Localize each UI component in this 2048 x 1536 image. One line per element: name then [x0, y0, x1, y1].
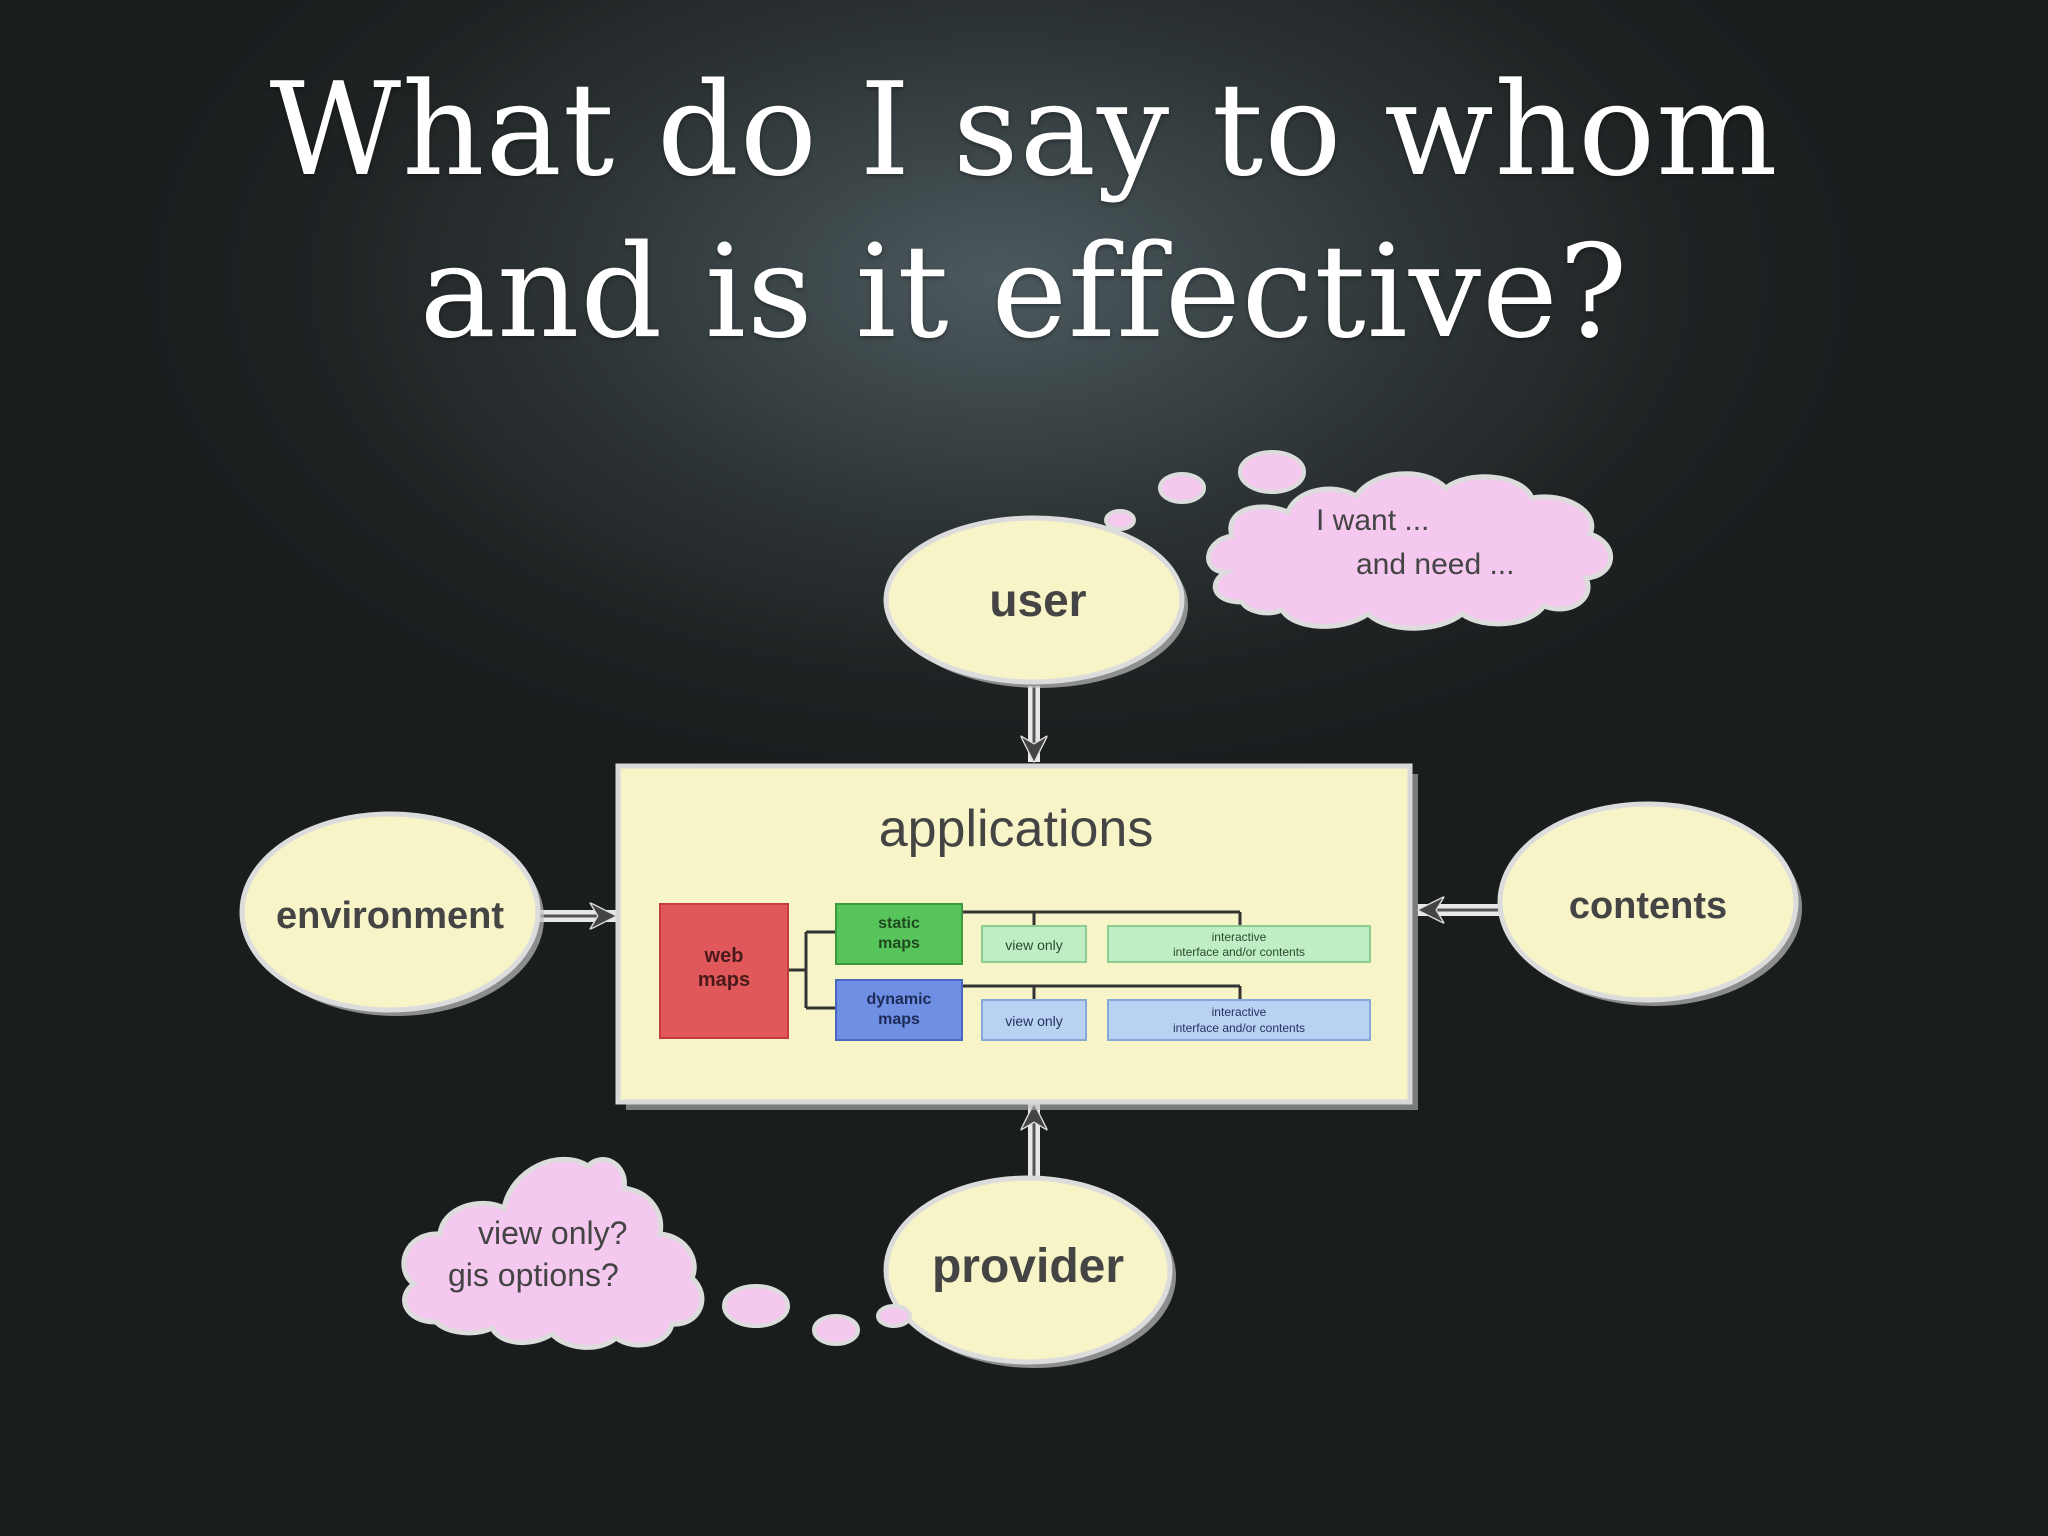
- thought-cloud-shape: [401, 1156, 705, 1350]
- applications-box: applications web maps static maps: [615, 763, 1418, 1110]
- tree-lines: [788, 910, 1242, 1010]
- user-thought-line-2: and need ...: [1356, 548, 1514, 581]
- tree-node-dynamic-maps: dynamic maps: [835, 979, 963, 1041]
- svg-text:maps: maps: [878, 1011, 920, 1028]
- provider-thought-cloud: view only? gis options?: [401, 1156, 912, 1350]
- applications-label: applications: [879, 800, 1154, 858]
- svg-text:view only: view only: [1005, 1013, 1063, 1029]
- svg-text:dynamic: dynamic: [867, 991, 932, 1008]
- svg-text:maps: maps: [698, 969, 750, 991]
- thought-bubble-small: [1104, 509, 1136, 531]
- svg-text:view only: view only: [1005, 937, 1063, 953]
- svg-text:static: static: [878, 915, 920, 932]
- provider-label: provider: [932, 1240, 1124, 1293]
- thought-bubble-medium: [1158, 472, 1206, 504]
- svg-text:maps: maps: [878, 935, 920, 952]
- thought-cloud-shape: [1206, 471, 1613, 631]
- tree-leaf-dynamic-interactive: interactive interface and/or contents: [1107, 999, 1371, 1041]
- contents-node: contents: [1497, 801, 1802, 1006]
- thought-bubble-large: [1238, 450, 1306, 494]
- provider-thought-line-2: gis options?: [448, 1257, 619, 1293]
- svg-text:interactive: interactive: [1212, 1005, 1267, 1019]
- contents-label: contents: [1569, 885, 1727, 927]
- environment-node: environment: [239, 811, 544, 1016]
- provider-node: provider: [883, 1175, 1176, 1368]
- user-node: user: [883, 515, 1188, 688]
- slide-title: What do I say to whom and is it effectiv…: [0, 50, 2048, 374]
- thought-bubble-large: [722, 1284, 790, 1328]
- tree-node-static-maps: static maps: [835, 903, 963, 965]
- tree-leaf-static-interactive: interactive interface and/or contents: [1107, 925, 1371, 963]
- svg-text:interface and/or contents: interface and/or contents: [1173, 945, 1305, 959]
- user-thought-cloud: I want ... and need ...: [1104, 450, 1613, 631]
- slide-title-line-2: and is it effective?: [419, 218, 1629, 367]
- connectors: [540, 686, 1500, 1180]
- tree-leaf-dynamic-view-only: view only: [981, 999, 1087, 1041]
- thought-bubble-small: [876, 1304, 912, 1328]
- tree-root-web-maps: web maps: [659, 903, 789, 1039]
- user-label: user: [989, 574, 1086, 626]
- svg-text:web: web: [704, 945, 744, 967]
- slide-title-line-1: What do I say to whom: [269, 56, 1779, 205]
- environment-label: environment: [276, 895, 504, 937]
- tree-leaf-static-view-only: view only: [981, 925, 1087, 963]
- user-thought-line-1: I want ...: [1316, 504, 1429, 537]
- thought-bubble-medium: [812, 1314, 860, 1346]
- provider-thought-line-1: view only?: [478, 1215, 627, 1251]
- svg-text:interface and/or contents: interface and/or contents: [1173, 1021, 1305, 1035]
- svg-text:interactive: interactive: [1212, 930, 1267, 944]
